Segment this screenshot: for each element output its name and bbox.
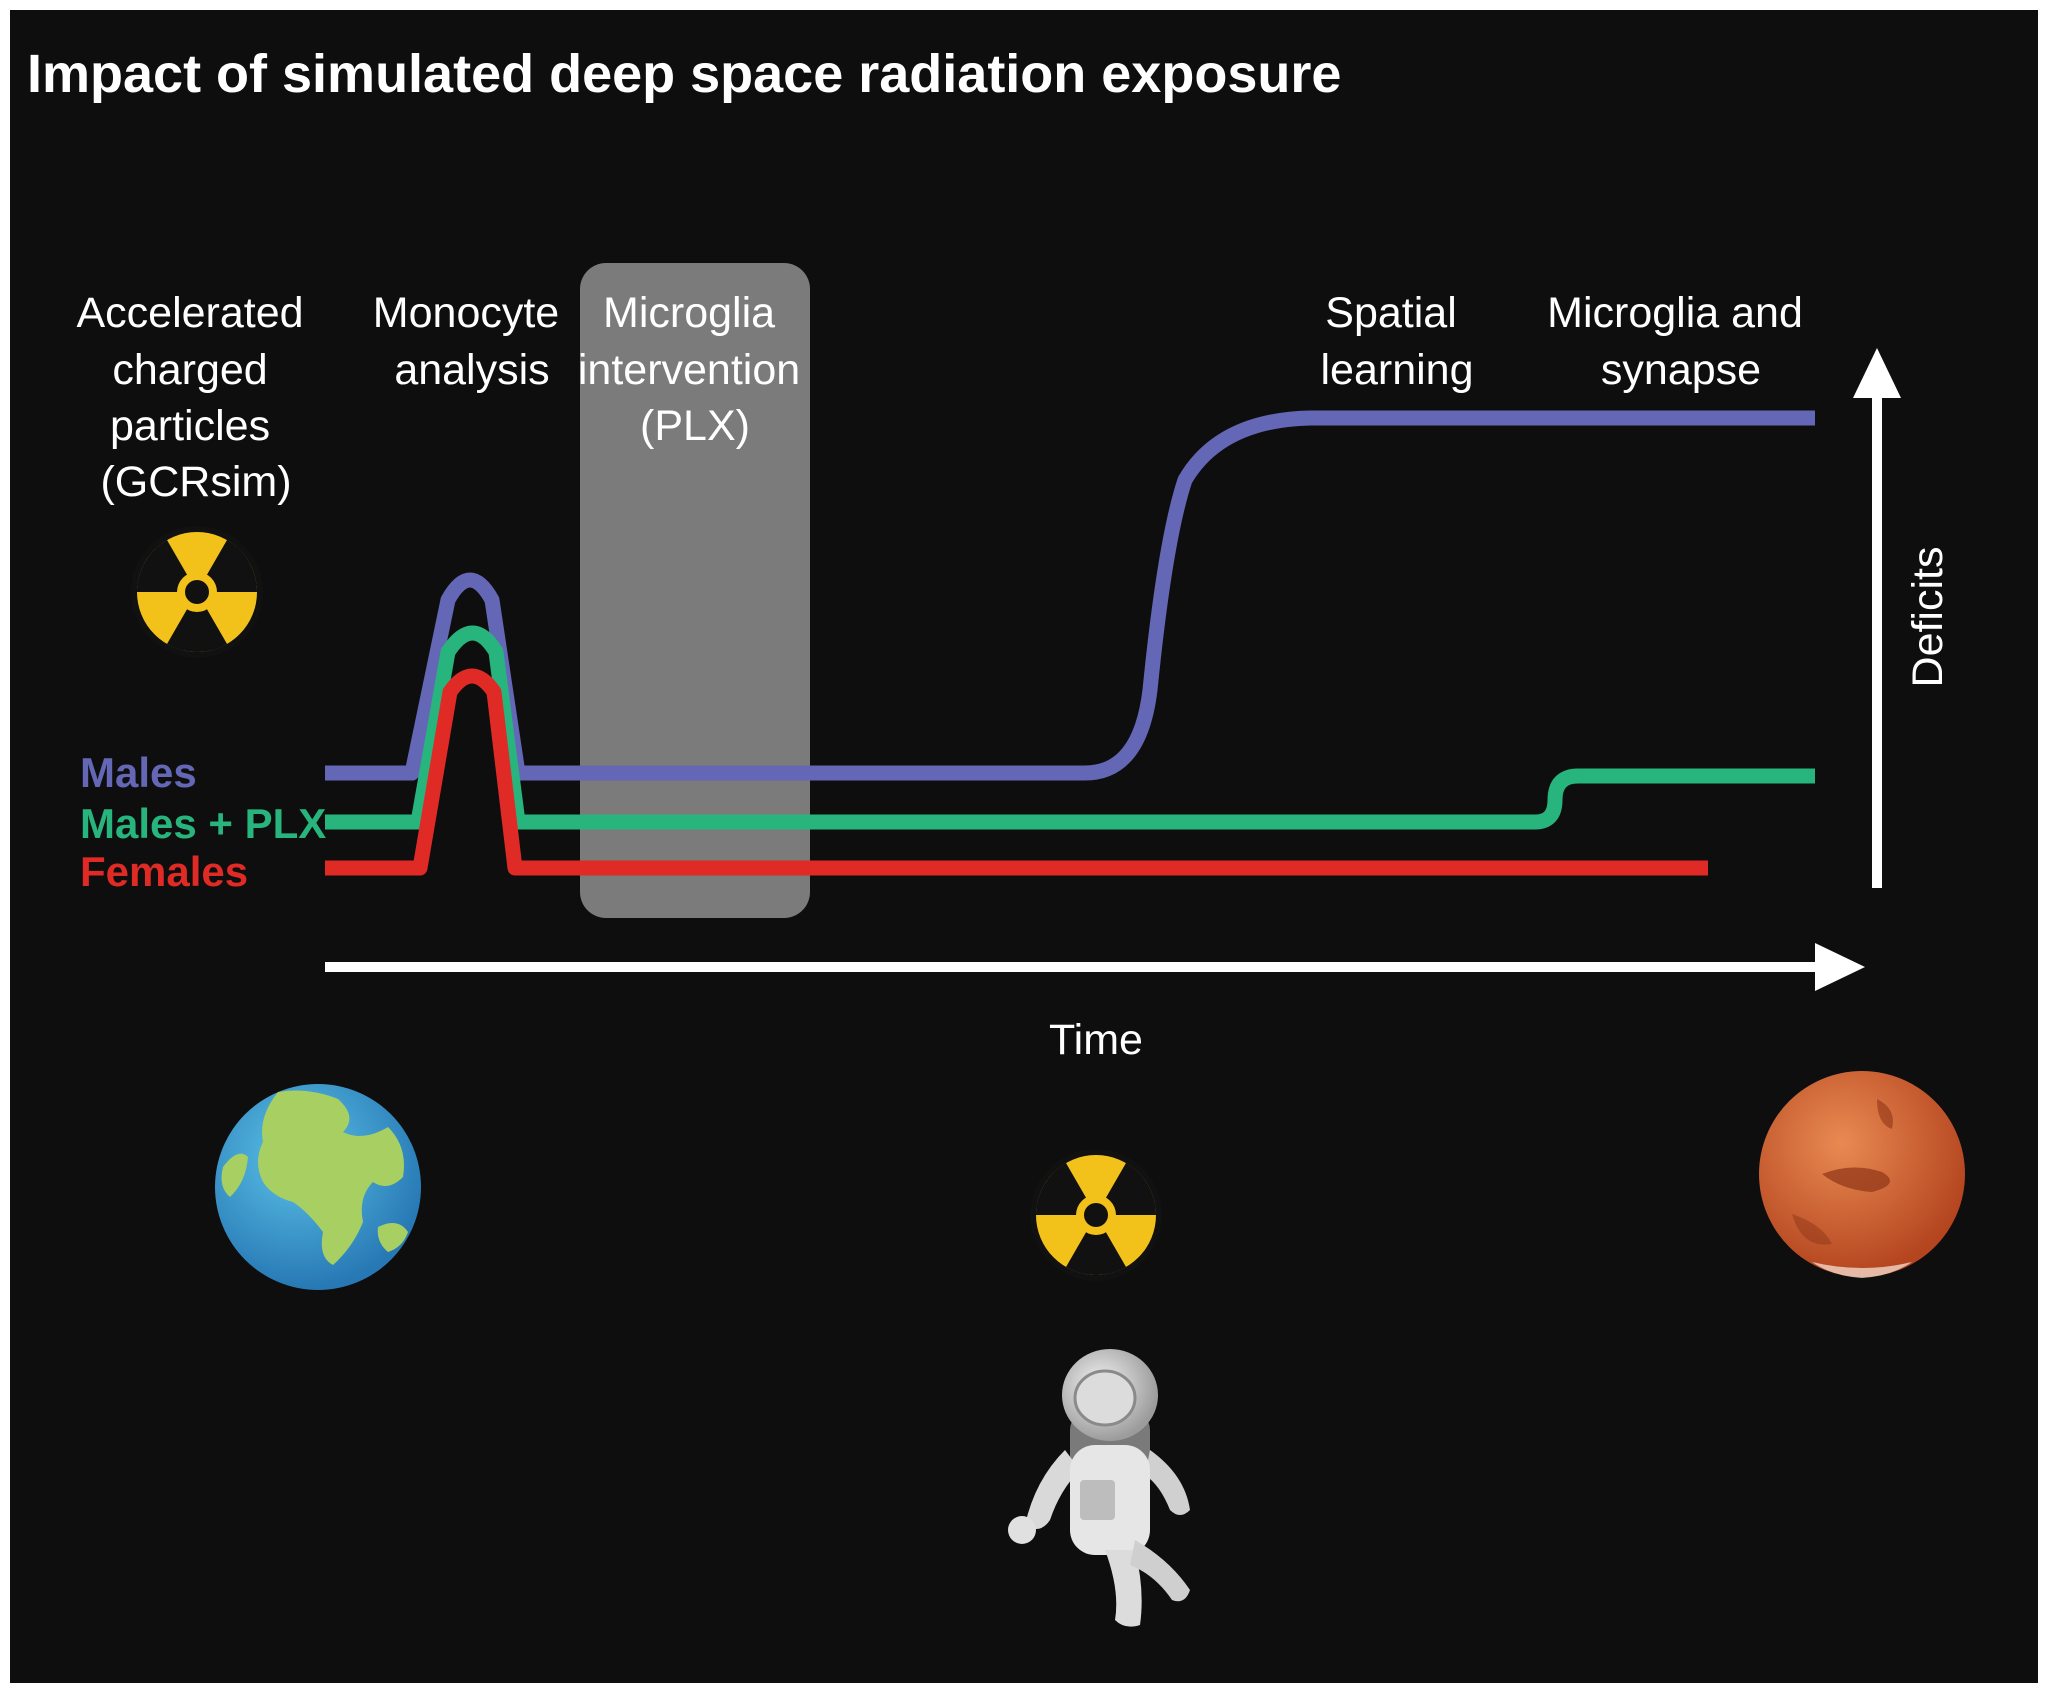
radiation-icon-bottom <box>1030 1149 1162 1281</box>
spatial-learning-label: Spatial learning <box>1321 289 1474 394</box>
figure-background <box>10 10 2038 1683</box>
legend-males-plx: Males + PLX <box>80 800 326 847</box>
earth-icon <box>215 1084 421 1290</box>
diagram-title: Impact of simulated deep space radiation… <box>27 44 1341 104</box>
monocyte-label: Monocyte analysis <box>373 289 571 394</box>
intervention-box <box>580 263 810 918</box>
intervention-label: Microglia intervention (PLX) <box>578 289 812 450</box>
y-arrowhead <box>1853 348 1901 398</box>
y-axis-label: Deficits <box>1904 547 1952 688</box>
radiation-icon <box>131 526 263 658</box>
females-curve <box>325 668 1708 876</box>
x-axis-label: Time <box>1049 1016 1143 1064</box>
legend-males: Males <box>80 749 197 796</box>
males-curve <box>325 410 1815 781</box>
gcrsim-label: Accelerated charged particles (GCRsim) <box>76 289 315 506</box>
males-plx-curve <box>325 625 1815 830</box>
mars-icon <box>1759 1071 1965 1278</box>
legend-females: Females <box>80 848 248 895</box>
astronaut-icon <box>1008 1349 1190 1627</box>
synapse-label: Microglia and synapse <box>1547 289 1815 394</box>
x-arrowhead <box>1815 943 1865 991</box>
